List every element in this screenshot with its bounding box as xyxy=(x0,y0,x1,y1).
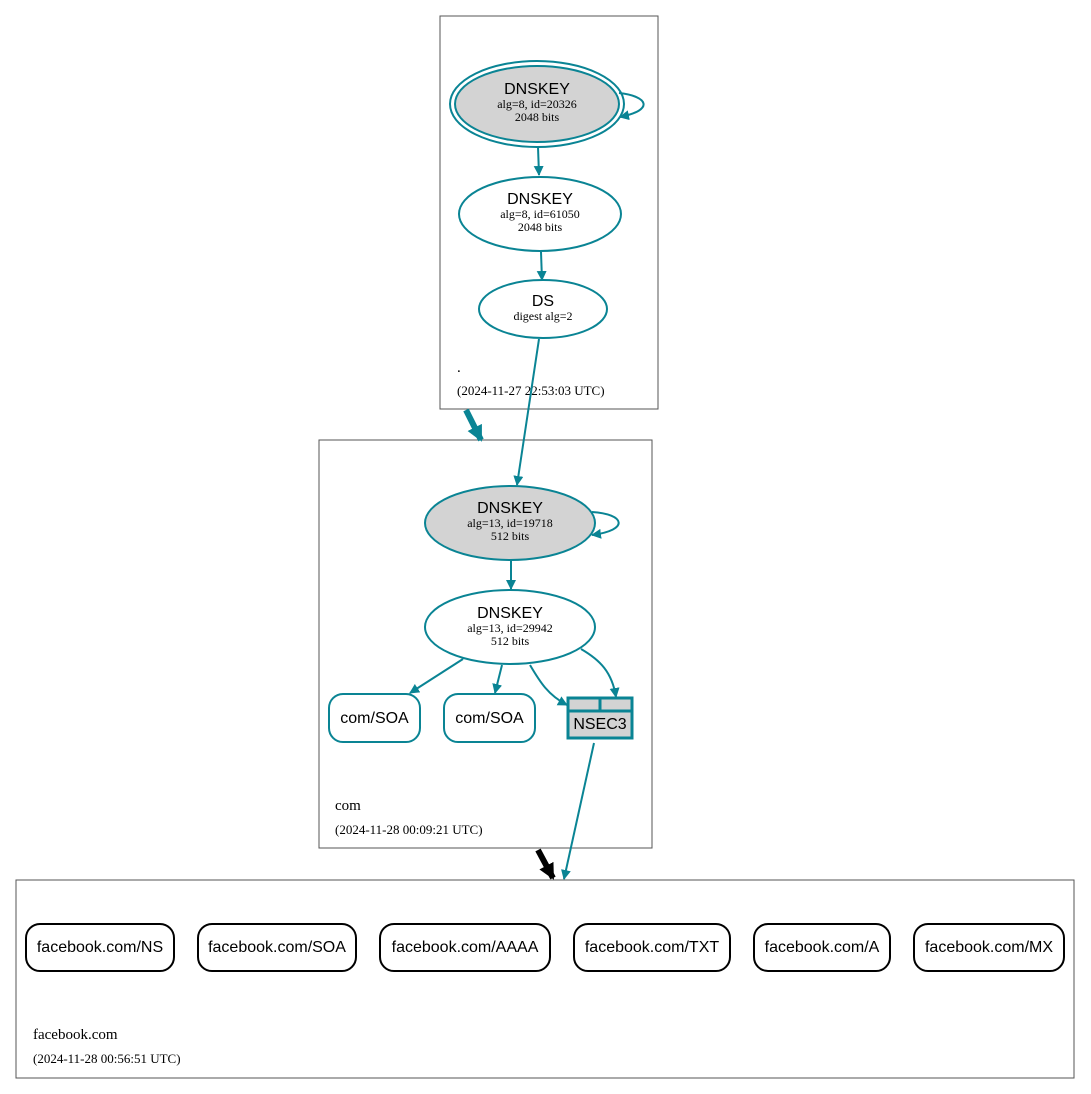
zone-root-name: . xyxy=(457,360,461,376)
node-com-zsk-title: DNSKEY xyxy=(477,605,543,622)
node-com-soa-1-label: com/SOA xyxy=(340,710,409,727)
node-com-soa-1: com/SOA xyxy=(328,693,421,743)
node-com-zsk-line2: 512 bits xyxy=(491,634,530,648)
node-root-ksk-line2: 2048 bits xyxy=(515,110,560,124)
edge-ds-com-ksk xyxy=(513,338,540,486)
delegation-com-facebook xyxy=(535,848,556,880)
delegation-root-com xyxy=(463,408,484,442)
node-com-ds-line1: digest alg=2 xyxy=(513,309,572,323)
node-root-ksk-title: DNSKEY xyxy=(504,81,570,98)
node-root-ksk-line1: alg=8, id=20326 xyxy=(497,97,577,111)
node-com-ksk-line1: alg=13, id=19718 xyxy=(467,516,553,530)
zone-facebook-timestamp: (2024-11-28 00:56:51 UTC) xyxy=(33,1051,181,1066)
node-com-ksk-line2: 512 bits xyxy=(491,529,530,543)
record-facebook-mx-label: facebook.com/MX xyxy=(925,939,1053,956)
node-root-zsk-line1: alg=8, id=61050 xyxy=(500,207,580,221)
record-facebook-a: facebook.com/A xyxy=(753,923,891,972)
edge-com-zsk-soa2 xyxy=(492,664,503,694)
zone-facebook: facebook.com (2024-11-28 00:56:51 UTC) xyxy=(15,879,1075,1079)
record-facebook-ns-label: facebook.com/NS xyxy=(37,939,163,956)
node-com-ksk-title: DNSKEY xyxy=(477,500,543,517)
zone-com-timestamp: (2024-11-28 00:09:21 UTC) xyxy=(335,822,483,837)
record-facebook-mx: facebook.com/MX xyxy=(913,923,1065,972)
edge-com-zsk-soa1 xyxy=(409,658,464,694)
edge-root-ksk-zsk xyxy=(533,146,544,176)
record-facebook-txt: facebook.com/TXT xyxy=(573,923,731,972)
record-facebook-soa-label: facebook.com/SOA xyxy=(208,939,346,956)
edge-com-ksk-self xyxy=(591,511,620,539)
edge-root-zsk-ds xyxy=(536,251,547,281)
node-com-zsk: DNSKEY alg=13, id=29942 512 bits xyxy=(424,589,596,665)
edge-com-zsk-nsec3-b xyxy=(580,648,620,698)
zone-com-name: com xyxy=(335,798,361,814)
facebook-records: facebook.com/NS facebook.com/SOA faceboo… xyxy=(25,923,1065,972)
edge-com-zsk-nsec3-a xyxy=(529,664,568,706)
node-root-ksk: DNSKEY alg=8, id=20326 2048 bits xyxy=(449,60,625,148)
edges xyxy=(409,92,645,880)
node-com-zsk-line1: alg=13, id=29942 xyxy=(467,621,553,635)
node-root-zsk: DNSKEY alg=8, id=61050 2048 bits xyxy=(458,176,622,252)
node-com-ds: DS digest alg=2 xyxy=(478,279,608,339)
node-com-soa-2-label: com/SOA xyxy=(455,710,524,727)
record-facebook-soa: facebook.com/SOA xyxy=(197,923,357,972)
zone-facebook-name: facebook.com xyxy=(33,1027,118,1043)
record-facebook-a-label: facebook.com/A xyxy=(765,939,880,956)
edge-nsec3-facebook xyxy=(561,742,595,880)
node-com-ds-title: DS xyxy=(532,293,554,310)
record-facebook-txt-label: facebook.com/TXT xyxy=(585,939,720,956)
node-root-zsk-title: DNSKEY xyxy=(507,191,573,208)
record-facebook-aaaa: facebook.com/AAAA xyxy=(379,923,551,972)
node-com-soa-2: com/SOA xyxy=(443,693,536,743)
record-facebook-aaaa-label: facebook.com/AAAA xyxy=(392,939,539,956)
node-nsec3: NSEC3 xyxy=(566,696,634,740)
record-facebook-ns: facebook.com/NS xyxy=(25,923,175,972)
node-com-ksk: DNSKEY alg=13, id=19718 512 bits xyxy=(424,485,596,561)
node-nsec3-label: NSEC3 xyxy=(573,716,626,733)
node-root-zsk-line2: 2048 bits xyxy=(518,220,563,234)
edge-root-ksk-self xyxy=(618,92,645,121)
